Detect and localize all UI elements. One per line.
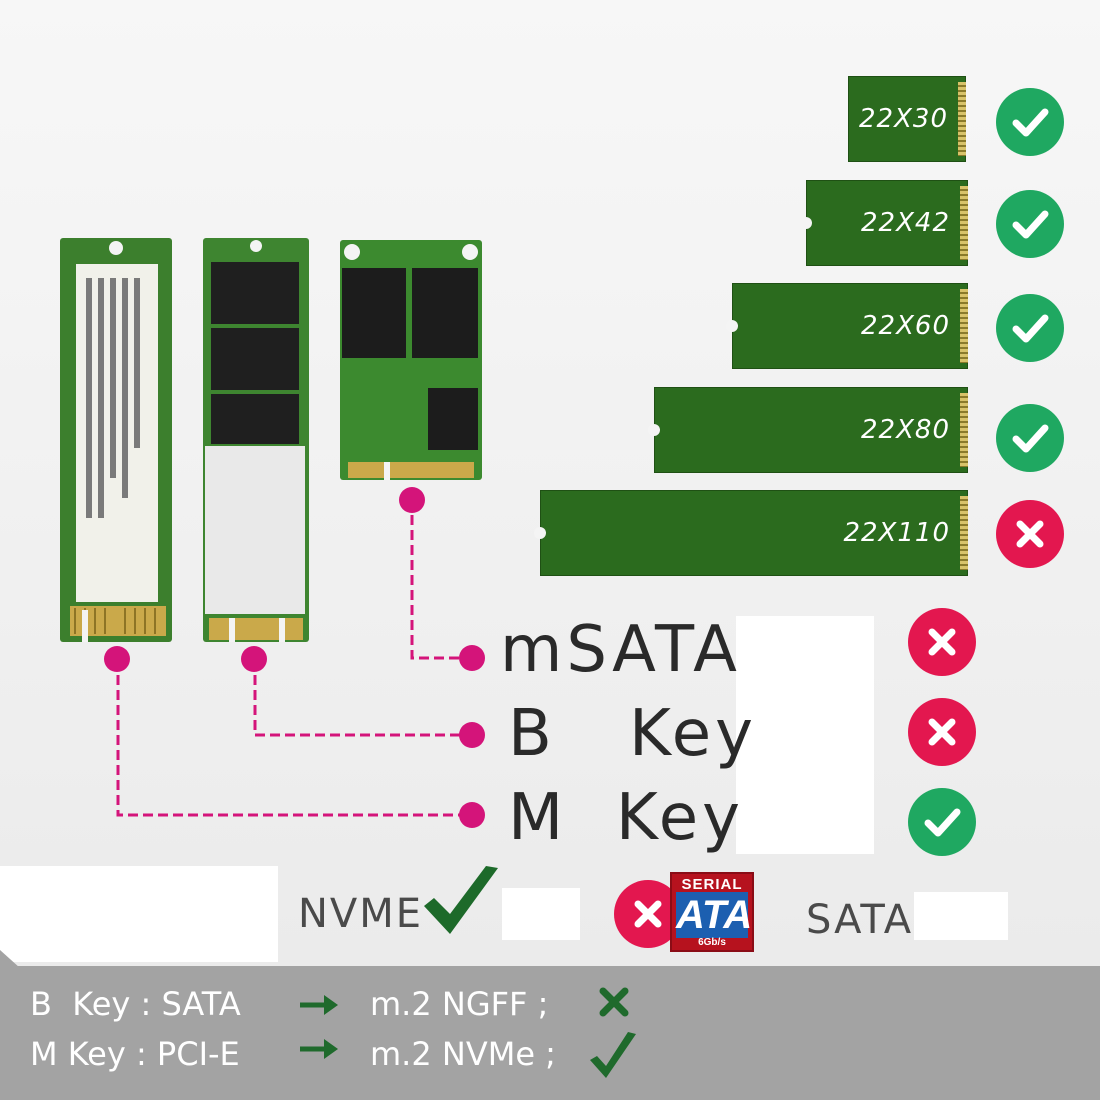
size-label: 22X110: [843, 518, 950, 548]
gold-pins: [958, 82, 966, 156]
check-icon: [590, 1032, 636, 1078]
cross-icon: [908, 608, 976, 676]
size-label: 22X60: [861, 311, 950, 341]
mount-notch: [726, 320, 738, 332]
msata-label: mSATA: [500, 613, 741, 687]
b-key-ssd-card: [203, 238, 309, 642]
connector-dot: [104, 646, 130, 672]
serial-ata-logo: SERIAL ATA 6Gb/s: [670, 872, 754, 952]
nvme-label: NVME: [298, 891, 424, 937]
check-icon: [908, 788, 976, 856]
check-icon: [996, 294, 1064, 362]
msata-card: [340, 240, 482, 480]
logo-serial-text: SERIAL: [681, 876, 743, 893]
mount-notch: [534, 527, 546, 539]
cross-icon: [599, 987, 629, 1017]
m-key-note: M Key : PCI-E: [30, 1035, 240, 1073]
connector-dot: [399, 487, 425, 513]
mount-notch: [800, 217, 812, 229]
logo-speed-text: 6Gb/s: [698, 937, 726, 948]
gold-pins: [960, 289, 968, 363]
size-bar-22x30: 22X30: [848, 76, 966, 162]
band-corner: [0, 950, 20, 968]
connector-dot: [241, 646, 267, 672]
nvme-note: m.2 NVMe ;: [370, 1035, 556, 1073]
size-bar-22x80: 22X80: [648, 387, 968, 473]
check-icon: [996, 190, 1064, 258]
gold-pins: [960, 496, 968, 570]
nvme-check-icon: [424, 866, 498, 934]
protocol-backdrop-left: [0, 866, 278, 962]
label-backdrop: [736, 616, 874, 854]
size-label: 22X80: [861, 415, 950, 445]
check-icon: [996, 88, 1064, 156]
arrow-right-icon: [300, 995, 338, 1015]
connector-dot: [459, 722, 485, 748]
size-bar-22x42: 22X42: [800, 180, 968, 266]
check-icon: [996, 404, 1064, 472]
ngff-note: m.2 NGFF ;: [370, 985, 549, 1023]
protocol-backdrop-mid: [502, 888, 580, 940]
connector-dot: [459, 645, 485, 671]
gold-pins: [960, 186, 968, 260]
size-label: 22X30: [859, 104, 948, 134]
sata-label: SATA: [806, 897, 914, 943]
connector-dot: [459, 802, 485, 828]
b-key-label: B Key: [508, 697, 757, 771]
b-key-note: B Key : SATA: [30, 985, 241, 1023]
size-label: 22X42: [861, 208, 950, 238]
m-key-ssd-card: [60, 238, 172, 642]
size-bar-22x60: 22X60: [726, 283, 968, 369]
arrow-right-icon: [300, 1039, 338, 1059]
mount-notch: [648, 424, 660, 436]
gold-pins: [960, 393, 968, 467]
notes-band: [0, 966, 1100, 1100]
size-bar-22x110: 22X110: [534, 490, 968, 576]
protocol-backdrop-right: [914, 892, 1008, 940]
cross-icon: [996, 500, 1064, 568]
cross-icon: [908, 698, 976, 766]
m-key-label: M Key: [508, 781, 744, 855]
logo-ata-text: ATA: [676, 892, 753, 938]
